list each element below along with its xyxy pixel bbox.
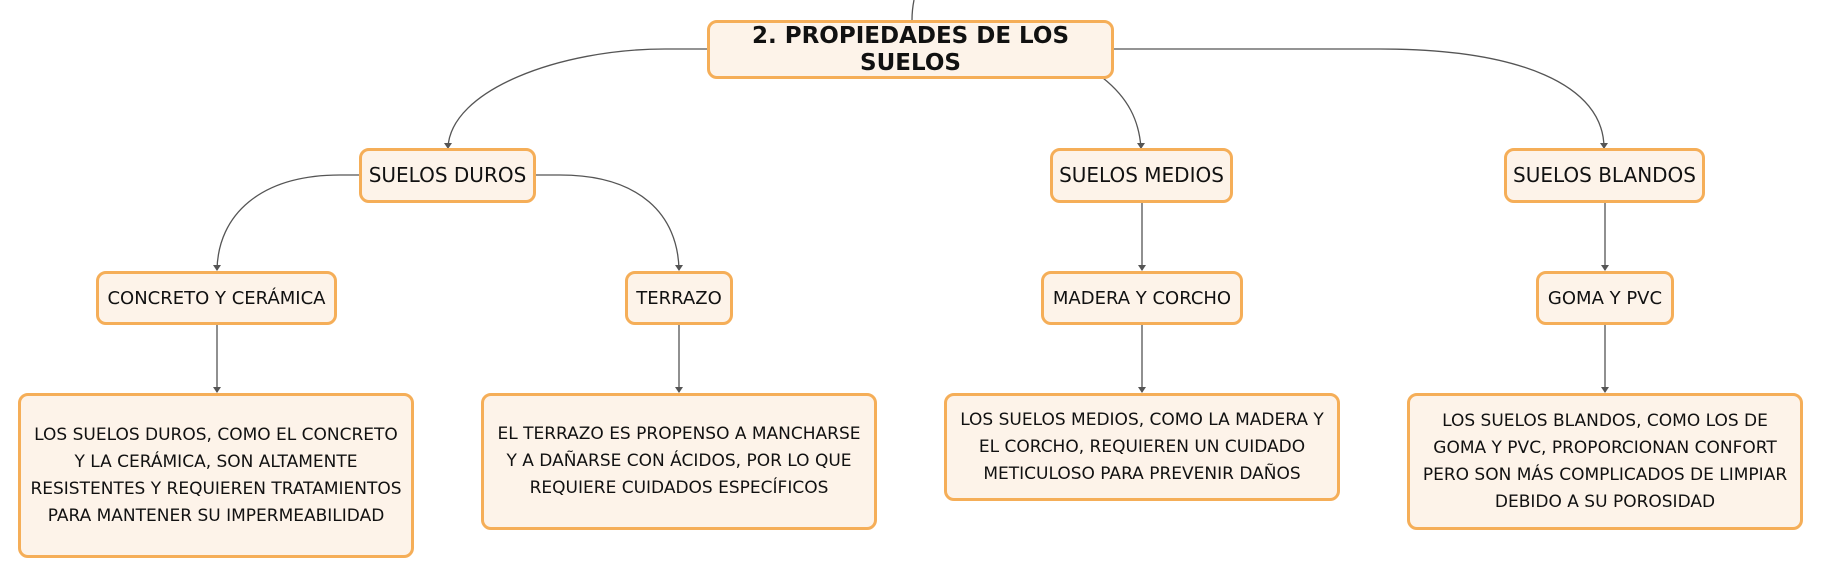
topic-goma-pvc[interactable]: GOMA Y PVC [1536,271,1674,325]
connector-root-to-suelos-medios [1102,77,1142,149]
description-goma-pvc[interactable]: LOS SUELOS BLANDOS, COMO LOS DE GOMA Y P… [1407,393,1803,530]
arrowhead-terrazo [675,265,683,271]
topic-concreto-ceramica[interactable]: CONCRETO Y CERÁMICA [96,271,337,325]
arrowhead-desc-madera [1138,387,1146,393]
connector-parent-to-root [911,0,915,21]
arrowhead-goma [1601,265,1609,271]
arrowhead-suelos-medios [1137,143,1145,149]
description-madera-corcho[interactable]: LOS SUELOS MEDIOS, COMO LA MADERA Y EL C… [944,393,1340,501]
topic-suelos-medios[interactable]: SUELOS MEDIOS [1050,148,1233,203]
arrowhead-suelos-blandos [1600,143,1608,149]
topic-suelos-duros[interactable]: SUELOS DUROS [359,148,536,203]
connector-root-to-suelos-duros [447,48,709,149]
connector-duros-to-concreto [216,174,360,271]
arrowhead-desc-goma [1601,387,1609,393]
topic-terrazo[interactable]: TERRAZO [625,271,733,325]
arrowhead-desc-terrazo [675,387,683,393]
arrowhead-concreto [213,265,221,271]
arrowhead-madera [1138,265,1146,271]
description-terrazo[interactable]: EL TERRAZO ES PROPENSO A MANCHARSE Y A D… [481,393,877,530]
root-topic[interactable]: 2. PROPIEDADES DE LOS SUELOS [707,20,1114,79]
connector-duros-to-terrazo [535,174,680,271]
topic-madera-corcho[interactable]: MADERA Y CORCHO [1041,271,1243,325]
arrowhead-suelos-duros [444,143,452,149]
topic-suelos-blandos[interactable]: SUELOS BLANDOS [1504,148,1705,203]
arrowhead-desc-concreto [213,387,221,393]
connector-root-to-suelos-blandos [1113,48,1605,149]
description-concreto-ceramica[interactable]: LOS SUELOS DUROS, COMO EL CONCRETO Y LA … [18,393,414,558]
